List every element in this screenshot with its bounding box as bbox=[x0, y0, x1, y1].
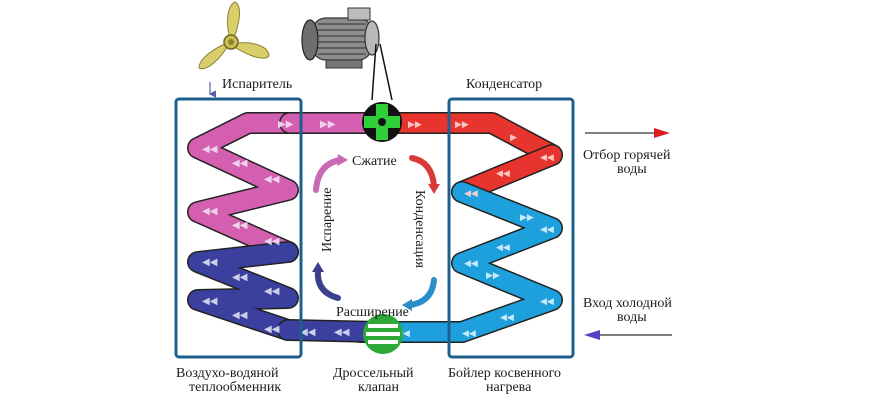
svg-text:◀◀: ◀◀ bbox=[264, 174, 280, 185]
cold-water-in-label-line1: Вход холодной bbox=[583, 296, 672, 311]
svg-text:▶▶: ▶▶ bbox=[520, 213, 534, 223]
evaporator-coil-navy bbox=[187, 241, 299, 341]
electric-motor-icon bbox=[301, 7, 393, 101]
svg-text:◀◀: ◀◀ bbox=[540, 153, 554, 163]
svg-text:◀◀: ◀◀ bbox=[202, 296, 218, 307]
condenser-coil-cyan bbox=[349, 181, 563, 343]
hot-water-out-label-line2: воды bbox=[617, 162, 647, 177]
svg-text:▶▶: ▶▶ bbox=[408, 120, 422, 130]
svg-text:◀◀: ◀◀ bbox=[202, 206, 218, 217]
throttle-valve-icon[interactable] bbox=[363, 314, 403, 354]
flow-direction-markers: ▶▶ ▶▶ ▶▶ ▶▶ ◀◀ ◀◀ ◀◀ ◀◀ ◀◀ ◀◀ ◀◀ ◀◀ ◀◀ ◀… bbox=[202, 119, 554, 339]
svg-text:◀◀: ◀◀ bbox=[300, 327, 316, 338]
svg-text:◀◀: ◀◀ bbox=[334, 327, 350, 338]
svg-text:◀◀: ◀◀ bbox=[464, 259, 478, 269]
svg-text:▶▶: ▶▶ bbox=[455, 120, 469, 130]
pipe-to-condenser bbox=[369, 112, 563, 203]
evaporation-arrow bbox=[313, 157, 343, 193]
svg-text:◀◀: ◀◀ bbox=[232, 220, 248, 231]
svg-text:◀◀: ◀◀ bbox=[264, 286, 280, 297]
cold-water-in-arrow-icon bbox=[584, 330, 600, 340]
svg-text:◀◀: ◀◀ bbox=[540, 297, 554, 307]
condenser-label: Конденсатор bbox=[466, 77, 542, 92]
evaporator-frame bbox=[174, 97, 303, 359]
svg-text:◀◀: ◀◀ bbox=[202, 257, 218, 268]
svg-text:◀◀: ◀◀ bbox=[264, 236, 280, 247]
svg-text:◀◀: ◀◀ bbox=[202, 144, 218, 155]
expansion-arrow bbox=[314, 267, 341, 301]
cold-water-in-label-line2: воды bbox=[617, 310, 647, 325]
svg-text:◀◀: ◀◀ bbox=[496, 243, 510, 253]
air-water-exchanger-label-line1: Воздухо-водяной bbox=[176, 366, 279, 381]
svg-text:◀◀: ◀◀ bbox=[500, 313, 514, 323]
condenser-frame bbox=[447, 97, 575, 359]
svg-text:◀◀: ◀◀ bbox=[232, 272, 248, 283]
evaporator-coil-pink bbox=[187, 112, 307, 263]
svg-text:▶▶: ▶▶ bbox=[278, 119, 294, 130]
fan-propeller-icon bbox=[198, 1, 270, 70]
expansion-label: Расширение bbox=[336, 305, 409, 320]
compression-arrow bbox=[409, 155, 437, 189]
condensation-arrow bbox=[407, 277, 437, 308]
svg-text:▶▶: ▶▶ bbox=[486, 271, 500, 281]
hot-water-out-label-line1: Отбор горячей bbox=[583, 148, 671, 163]
svg-text:◀◀: ◀◀ bbox=[232, 310, 248, 321]
evaporator-label: Испаритель bbox=[222, 77, 292, 92]
boiler-label-line1: Бойлер косвенного bbox=[448, 366, 561, 381]
hot-water-out-arrow-icon bbox=[654, 128, 670, 138]
svg-text:◀◀: ◀◀ bbox=[462, 329, 476, 339]
air-water-exchanger-label-line2: теплообменник bbox=[189, 380, 281, 395]
evaporation-label: Испарение bbox=[320, 188, 335, 252]
svg-text:◀◀: ◀◀ bbox=[264, 324, 280, 335]
svg-text:▶▶: ▶▶ bbox=[320, 119, 336, 130]
refrigeration-cycle-arrows bbox=[312, 154, 440, 311]
compression-label: Сжатие bbox=[352, 154, 397, 169]
throttle-valve-label-line1: Дроссельный bbox=[333, 366, 414, 381]
svg-text:◀◀: ◀◀ bbox=[540, 225, 554, 235]
svg-text:◀◀: ◀◀ bbox=[464, 189, 478, 199]
svg-text:◀◀: ◀◀ bbox=[496, 169, 510, 179]
svg-text:▶: ▶ bbox=[510, 133, 517, 143]
boiler-label-line2: нагрева bbox=[486, 380, 532, 395]
condensation-label: Конденсация bbox=[412, 190, 427, 269]
compressor-icon[interactable] bbox=[362, 102, 402, 142]
svg-text:◀◀: ◀◀ bbox=[232, 158, 248, 169]
throttle-valve-label-line2: клапан bbox=[358, 380, 400, 395]
